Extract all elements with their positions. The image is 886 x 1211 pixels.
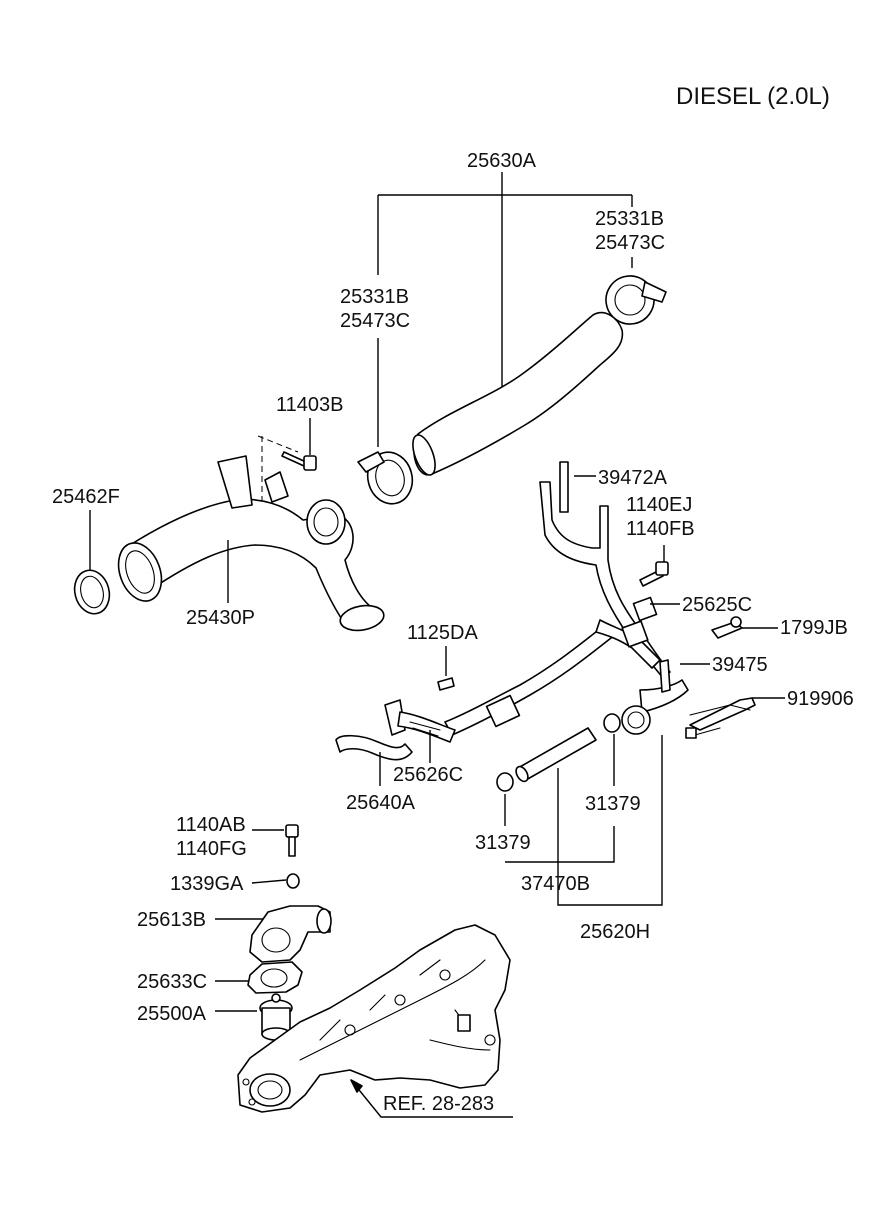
diagram-title: DIESEL (2.0L)	[676, 83, 830, 110]
label-1140FB: 1140FB	[626, 518, 695, 540]
clamp-31379-right	[603, 713, 621, 733]
label-1140EJ: 1140EJ	[626, 494, 692, 516]
bolt-1125DA	[437, 677, 455, 691]
label-25620H: 25620H	[580, 921, 650, 943]
inlet-pipe	[117, 455, 385, 632]
label-25613B: 25613B	[137, 909, 206, 931]
label-25640A: 25640A	[346, 792, 416, 814]
label-25626C: 25626C	[393, 764, 463, 786]
label-25625C: 25625C	[682, 594, 752, 616]
radiator-hose	[412, 311, 624, 476]
harness-919906	[685, 697, 756, 739]
label-ref: REF. 28-283	[383, 1093, 494, 1115]
thermostat-25500A	[259, 993, 293, 1041]
bolt-1140EJ	[639, 561, 669, 587]
hose-clamp-right	[605, 275, 667, 325]
label-37470B: 37470B	[521, 873, 590, 895]
label-25331B-right: 25331B	[595, 208, 664, 230]
leader-ref	[350, 1079, 513, 1118]
label-25630A: 25630A	[467, 150, 537, 172]
bolt-1140AB	[285, 824, 299, 857]
label-25462F: 25462F	[52, 486, 120, 508]
guide-line	[257, 435, 299, 506]
label-25331B-left: 25331B	[340, 286, 409, 308]
hose-25640A	[335, 734, 413, 761]
label-25500A: 25500A	[137, 1003, 207, 1025]
clamp-31379-left	[496, 772, 514, 792]
label-39472A: 39472A	[598, 467, 668, 489]
leader-1339GA	[251, 879, 287, 884]
gasket-25633C	[247, 961, 303, 994]
label-1339GA: 1339GA	[170, 873, 244, 895]
cylinder-head	[237, 924, 511, 1113]
label-39475: 39475	[712, 654, 768, 676]
hose-assembly-leaders	[377, 172, 633, 447]
leaders-lower-pipe	[504, 734, 663, 906]
label-25473C-left: 25473C	[340, 310, 410, 332]
label-1140FG: 1140FG	[176, 838, 247, 860]
label-25633C: 25633C	[137, 971, 207, 993]
oring-25462F	[73, 569, 111, 615]
thermostat-housing	[249, 905, 332, 963]
small-hose-39472A	[559, 461, 569, 513]
label-25473C-right: 25473C	[595, 232, 665, 254]
hose-37470B	[515, 727, 597, 783]
label-1125DA: 1125DA	[407, 622, 478, 644]
label-919906: 919906	[787, 688, 854, 710]
arrow-ref	[350, 1079, 363, 1093]
hose-clamp-left	[357, 451, 414, 505]
clip-1799JB	[711, 616, 743, 639]
water-pipe-assembly	[384, 481, 689, 743]
label-25430P: 25430P	[186, 607, 255, 629]
nut-1339GA	[286, 873, 300, 889]
label-31379-right: 31379	[585, 793, 641, 815]
label-1799JB: 1799JB	[780, 617, 848, 639]
label-1140AB: 1140AB	[176, 814, 246, 836]
label-11403B: 11403B	[276, 394, 343, 416]
label-31379-left: 31379	[475, 832, 531, 854]
bolt-11403B	[281, 451, 317, 471]
